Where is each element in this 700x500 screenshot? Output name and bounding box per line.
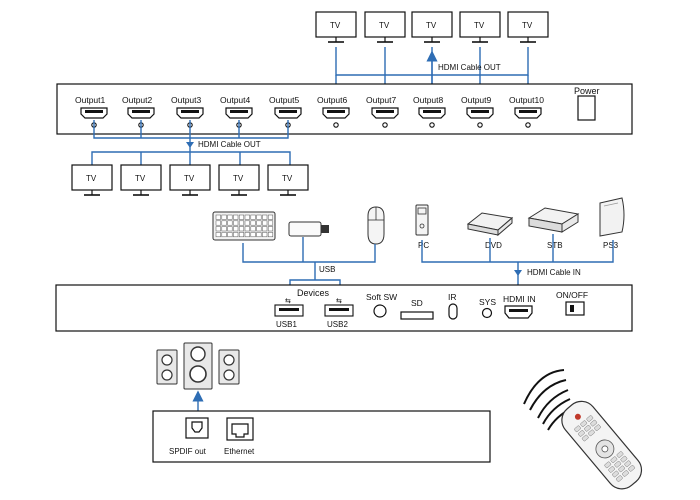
tv-label: TV [522, 21, 533, 30]
hdmi-in-arrow [514, 270, 522, 276]
output-8[interactable]: Output8 [413, 95, 446, 128]
power-label: Power [574, 86, 600, 96]
source-dvd-label: DVD [485, 241, 502, 250]
output-label: Output2 [122, 95, 153, 105]
devices-label: Devices [297, 288, 330, 298]
tv-icon: TV [218, 164, 260, 196]
output-label: Output7 [366, 95, 397, 105]
tv-label: TV [330, 21, 341, 30]
tv-icon: TV [315, 11, 357, 43]
usb-drive-icon [288, 221, 329, 237]
keyboard-icon [212, 211, 276, 241]
ethernet-label: Ethernet [224, 447, 255, 456]
tv-icon: TV [267, 164, 309, 196]
output-label: Output9 [461, 95, 492, 105]
lower-cable-arrow [186, 142, 194, 148]
sd-label: SD [411, 298, 423, 308]
output-led [429, 122, 435, 128]
tv-icon: TV [169, 164, 211, 196]
output-10[interactable]: Output10 [509, 95, 544, 128]
svg-text:⇆: ⇆ [285, 298, 291, 305]
pc-icon [415, 204, 429, 236]
lower-tv-cable [91, 151, 291, 165]
lower-output-drops [140, 120, 240, 138]
spdif-label: SPDIF out [169, 447, 207, 456]
ethernet-port-icon[interactable] [226, 417, 254, 441]
hdmi-in-cable-label: HDMI Cable IN [527, 268, 581, 277]
sys-led [481, 307, 493, 319]
output-3[interactable]: Output3 [171, 95, 204, 128]
output-led [333, 122, 339, 128]
remote-icon [523, 369, 643, 490]
svg-text:⇆: ⇆ [336, 298, 342, 305]
output-5[interactable]: Output5 [269, 95, 302, 128]
output-label: Output5 [269, 95, 300, 105]
top-cable-label: HDMI Cable OUT [438, 63, 501, 72]
hdmi-in-label: HDMI IN [503, 294, 536, 304]
lower-tv-row: TV TV TV TV TV [71, 164, 309, 196]
output-label: Output6 [317, 95, 348, 105]
source-ps3-label: PS3 [603, 241, 619, 250]
rear-panel [152, 410, 491, 463]
source-stb-label: STB [547, 241, 563, 250]
output-port-row: Output1 Output2 Output3 Output4 Output5 Outpu… [75, 95, 544, 128]
output-label: Output1 [75, 95, 106, 105]
speaker-icon [156, 342, 240, 390]
tv-label: TV [184, 174, 195, 183]
tv-icon: TV [71, 164, 113, 196]
tv-label: TV [474, 21, 485, 30]
output-4[interactable]: Output4 [220, 95, 253, 128]
output-led [382, 122, 388, 128]
output-label: Output8 [413, 95, 444, 105]
output-7[interactable]: Output7 [366, 95, 399, 128]
tv-label: TV [233, 174, 244, 183]
tv-icon: TV [507, 11, 549, 43]
output-9[interactable]: Output9 [461, 95, 494, 128]
output-2[interactable]: Output2 [122, 95, 155, 128]
output-6[interactable]: Output6 [317, 95, 350, 128]
usb-port-icon[interactable]: ⇆ [274, 298, 304, 317]
sys-label: SYS [479, 297, 496, 307]
tv-label: TV [426, 21, 437, 30]
top-tv-row: TV TV TV TV TV [315, 11, 549, 43]
usb-cable-label: USB [319, 265, 335, 274]
tv-label: TV [86, 174, 97, 183]
source-cable [421, 234, 614, 263]
spdif-port-icon[interactable] [185, 417, 209, 439]
source-pc-label: PC [418, 241, 429, 250]
tv-icon: TV [364, 11, 406, 43]
sd-slot[interactable] [400, 311, 434, 320]
usb-device-cable [242, 237, 376, 263]
lower-output-links [93, 120, 289, 139]
tv-label: TV [282, 174, 293, 183]
output-label: Output4 [220, 95, 251, 105]
ps3-icon [599, 197, 625, 237]
on-off-label: ON/OFF [556, 290, 588, 300]
tv-icon: TV [120, 164, 162, 196]
output-1[interactable]: Output1 [75, 95, 108, 128]
tv-icon: TV [411, 11, 453, 43]
tv-label: TV [379, 21, 390, 30]
dvd-player-icon [466, 212, 514, 237]
output-led [477, 122, 483, 128]
output-led [525, 122, 531, 128]
output-label: Output3 [171, 95, 202, 105]
usb1-label: USB1 [276, 320, 297, 329]
usb-port-icon[interactable]: ⇆ [324, 298, 354, 317]
soft-sw-label: Soft SW [366, 292, 397, 302]
power-switch[interactable] [577, 95, 596, 121]
usb2-label: USB2 [327, 320, 348, 329]
on-off-switch[interactable] [565, 301, 585, 316]
output-label: Output10 [509, 95, 544, 105]
tv-icon: TV [459, 11, 501, 43]
mouse-icon [367, 206, 385, 245]
tv-label: TV [135, 174, 146, 183]
ir-sensor [448, 303, 458, 320]
soft-sw-button[interactable] [373, 304, 387, 318]
stb-icon [527, 207, 580, 233]
lower-cable-label: HDMI Cable OUT [198, 140, 261, 149]
ir-label: IR [448, 292, 457, 302]
